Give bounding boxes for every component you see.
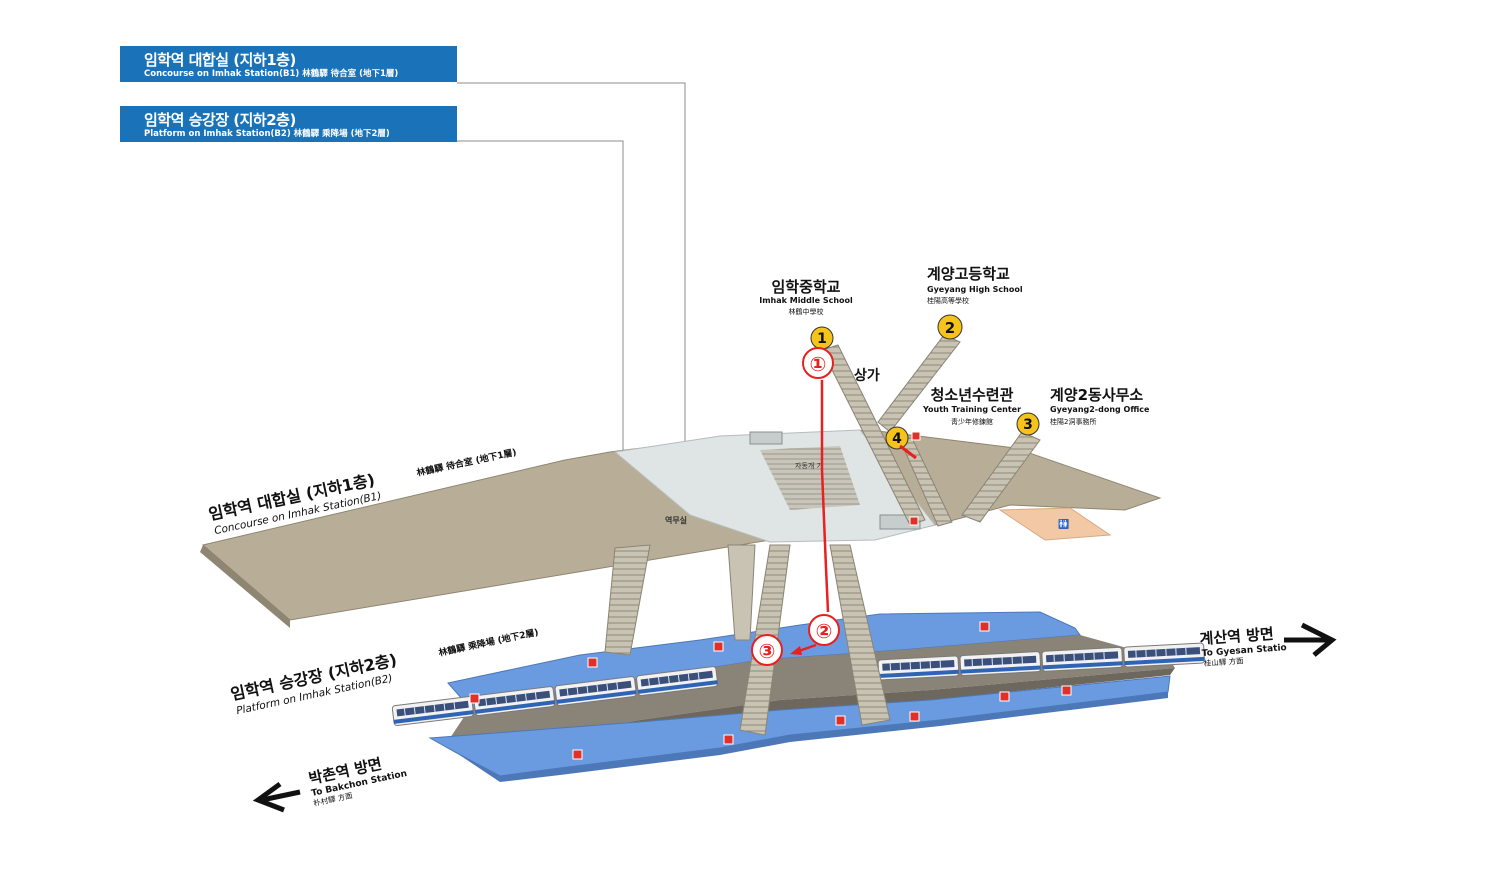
exit-4-label: 청소년수련관 Youth Training Center 靑少年修鍊館 [922, 386, 1021, 426]
exit-badge-2: 2 [937, 314, 963, 340]
concourse-edge [200, 545, 290, 628]
pillar-center [727, 544, 756, 641]
exit-stairs-3 [961, 431, 1041, 523]
legend-platform: 임학역 승강장 (지하2층) Platform on Imhak Station… [120, 106, 457, 142]
exit-1-ko: 임학중학교 [771, 278, 840, 296]
exit-3-en: Gyeyang2-dong Office [1050, 405, 1150, 414]
leader-line-concourse [457, 82, 686, 476]
arrow-right-icon [1300, 622, 1337, 657]
leader-line-platform [457, 140, 624, 740]
exit-2-en: Gyeyang High School [927, 285, 1023, 294]
exit-badge-1: 1 [810, 326, 834, 350]
exit-2-han: 桂陽高等學校 [927, 296, 969, 305]
restroom-area [998, 507, 1112, 541]
arrow-left-shaft [261, 789, 301, 803]
direction-east-han: 桂山驛 方面 [1203, 655, 1244, 668]
exit-stairs-1 [821, 344, 926, 526]
svg-text:①: ① [810, 352, 827, 376]
direction-east: 계산역 방면 To Gyesan Statio 桂山驛 方面 [1199, 622, 1337, 668]
route-step-1: ① [802, 347, 834, 379]
direction-east-ko: 계산역 방면 [1199, 625, 1274, 648]
platform-label-han: 林鶴驛 乘降場 (地下2層) [437, 626, 539, 659]
exit-badge-4: 4 [885, 426, 909, 450]
route-step-2: ② [808, 614, 840, 646]
exit-4-en: Youth Training Center [922, 405, 1021, 414]
route-step-3: ③ [751, 634, 783, 666]
concourse-center [613, 429, 936, 543]
exit-3-han: 桂陽2洞事務所 [1050, 417, 1096, 426]
platform-near-edge [455, 692, 1168, 782]
route-line-vertical [820, 380, 830, 613]
exit-1-label: 임학중학교 Imhak Middle School 林鶴中學校 [759, 278, 853, 316]
exit-3-ko: 계양2동사무소 [1050, 386, 1143, 404]
concourse-label-han: 林鶴驛 待合室 (地下1層) [415, 446, 517, 479]
stairs-east [829, 544, 891, 726]
concourse-signs [909, 431, 921, 526]
route-exit4-arrow [899, 444, 917, 460]
exit-2-label: 계양고등학교 Gyeyang High School 桂陽高等學校 [927, 265, 1023, 305]
stairs-west [604, 544, 651, 656]
arrow-left-icon [252, 781, 285, 813]
restroom-icon: 🚻 [1058, 518, 1069, 530]
exit-badge-3: 3 [1016, 412, 1040, 436]
shop-label: 상가 [854, 368, 880, 384]
direction-west: 박촌역 방면 To Bakchon Station 朴村驛 方面 [252, 755, 408, 813]
exit-1-han: 林鶴中學校 [789, 307, 824, 316]
ticket-kiosk [749, 431, 783, 445]
legend-platform-ko: 임학역 승강장 (지하2층) [144, 111, 296, 129]
platform-signs [469, 621, 1072, 760]
exit-4-ko: 청소년수련관 [931, 386, 1014, 404]
svg-text:③: ③ [759, 639, 776, 663]
concourse-gates [760, 446, 860, 510]
legend-concourse-en: Concourse on Imhak Station(B1) 林鶴驛 待合室 (… [144, 69, 399, 79]
station-office-label: 역무실 [665, 515, 687, 525]
svg-text:3: 3 [1023, 417, 1033, 433]
exit-3-label: 계양2동사무소 Gyeyang2-dong Office 桂陽2洞事務所 [1050, 386, 1150, 426]
exit-2-ko: 계양고등학교 [927, 265, 1010, 283]
route-arrow-head [790, 646, 802, 655]
svg-text:1: 1 [817, 331, 827, 347]
svg-text:4: 4 [892, 431, 902, 447]
svg-text:2: 2 [945, 319, 955, 337]
svg-text:②: ② [816, 619, 833, 643]
exit-stairs-2 [877, 334, 961, 433]
legend-platform-en: Platform on Imhak Station(B2) 林鶴驛 乘降場 (地… [144, 129, 390, 139]
route-path [790, 380, 917, 655]
exit-4-han: 靑少年修鍊館 [951, 417, 993, 426]
legend-concourse-ko: 임학역 대합실 (지하1층) [144, 51, 296, 69]
exit-1-en: Imhak Middle School [759, 296, 853, 305]
legend-concourse: 임학역 대합실 (지하1층) Concourse on Imhak Statio… [120, 46, 457, 82]
ticket-machine-label: 자동개 기 [795, 461, 823, 470]
